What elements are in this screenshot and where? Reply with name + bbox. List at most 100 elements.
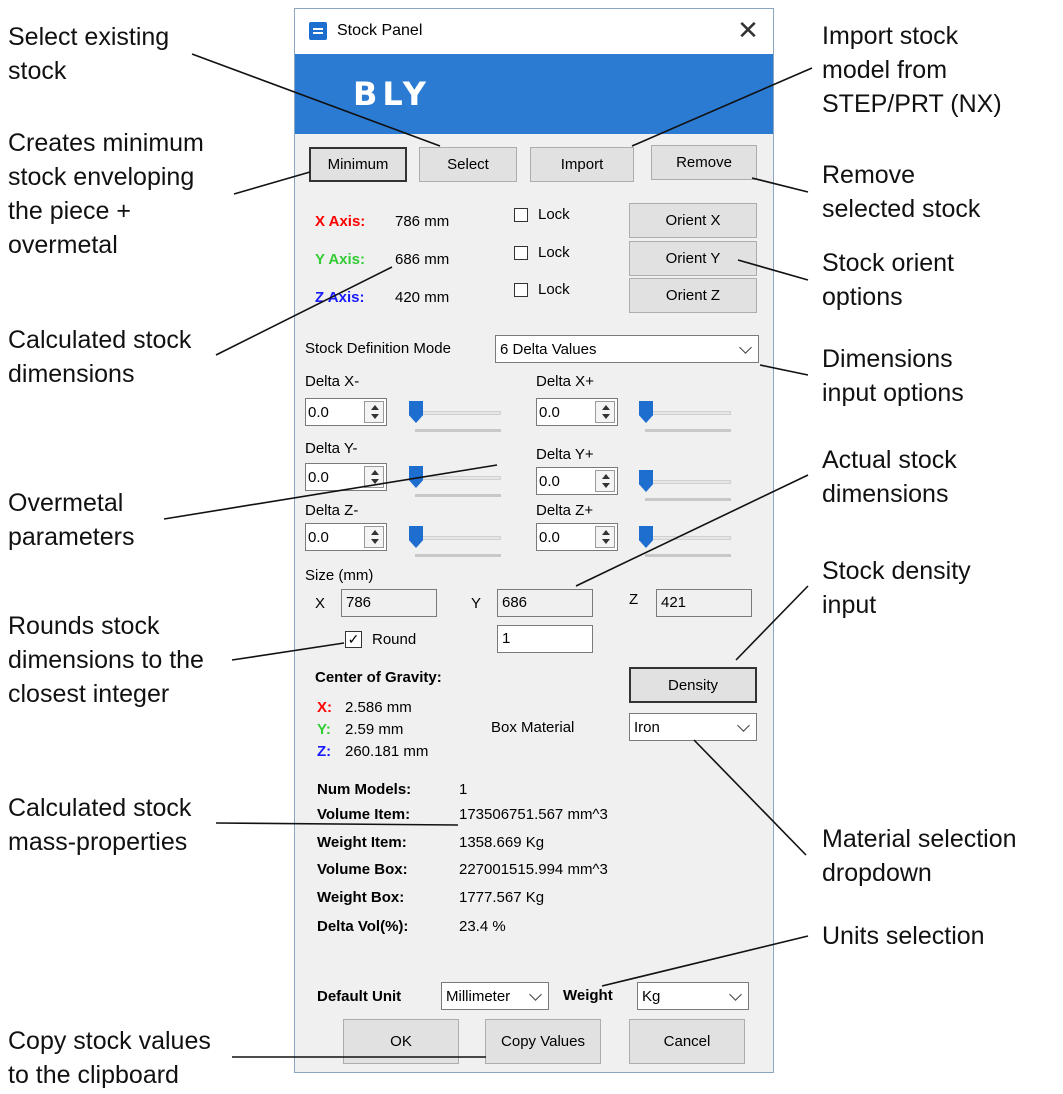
weight-unit-select[interactable]: Kg xyxy=(637,982,749,1010)
delta-vol-value: 23.4 % xyxy=(459,918,506,935)
delta-x-minus-slider[interactable] xyxy=(409,399,501,439)
size-y-field: 686 xyxy=(497,589,593,617)
app-icon xyxy=(309,22,327,40)
cog-z-label: Z: xyxy=(317,743,332,760)
stepper-arrows-icon[interactable] xyxy=(595,470,615,492)
y-lock-label: Lock xyxy=(538,244,570,261)
default-unit-select[interactable]: Millimeter xyxy=(441,982,549,1010)
cog-y-label: Y: xyxy=(317,721,331,738)
delta-z-minus-stepper[interactable] xyxy=(305,523,387,551)
num-models-label: Num Models: xyxy=(317,781,412,798)
size-label: Size (mm) xyxy=(305,567,374,584)
bly-logo: BLY xyxy=(353,75,431,113)
box-material-label: Box Material xyxy=(491,719,575,736)
delta-y-plus-stepper[interactable] xyxy=(536,467,618,495)
stock-definition-mode-select[interactable]: 6 Delta Values xyxy=(495,335,759,363)
volume-item-label: Volume Item: xyxy=(317,806,411,823)
slider-thumb[interactable] xyxy=(639,401,653,423)
stepper-arrows-icon[interactable] xyxy=(364,401,384,423)
delta-vol-label: Delta Vol(%): xyxy=(317,918,409,935)
copy-values-button[interactable]: Copy Values xyxy=(485,1019,601,1064)
delta-z-minus-slider[interactable] xyxy=(409,524,501,564)
delta-y-plus-input[interactable] xyxy=(539,471,593,491)
default-unit-value: Millimeter xyxy=(446,988,511,1005)
stepper-arrows-icon[interactable] xyxy=(364,526,384,548)
stock-definition-mode-label: Stock Definition Mode xyxy=(305,340,451,357)
delta-z-minus-input[interactable] xyxy=(308,527,362,547)
cog-x-value: 2.586 mm xyxy=(345,699,412,716)
z-lock-checkbox[interactable] xyxy=(514,283,528,297)
delta-y-plus-slider[interactable] xyxy=(639,468,731,508)
density-button[interactable]: Density xyxy=(629,667,757,703)
z-axis-label: Z Axis: xyxy=(315,289,365,306)
remove-button[interactable]: Remove xyxy=(651,145,757,180)
delta-z-plus-slider[interactable] xyxy=(639,524,731,564)
select-button[interactable]: Select xyxy=(419,147,517,182)
weight-item-value: 1358.669 Kg xyxy=(459,834,545,851)
close-icon[interactable]: ✕ xyxy=(737,15,759,45)
y-lock-checkbox[interactable] xyxy=(514,246,528,260)
stepper-arrows-icon[interactable] xyxy=(595,401,615,423)
import-button[interactable]: Import xyxy=(530,147,634,182)
slider-thumb[interactable] xyxy=(409,401,423,423)
weight-unit-label: Weight xyxy=(563,987,613,1004)
delta-z-plus-stepper[interactable] xyxy=(536,523,618,551)
slider-thumb[interactable] xyxy=(639,526,653,548)
delta-y-minus-input[interactable] xyxy=(308,467,362,487)
cancel-button[interactable]: Cancel xyxy=(629,1019,745,1064)
round-checkbox[interactable]: ✓ xyxy=(345,631,362,648)
round-value-input[interactable]: 1 xyxy=(497,625,593,653)
y-axis-value: 686 mm xyxy=(395,251,450,268)
volume-item-value: 173506751.567 mm^3 xyxy=(459,806,608,823)
stepper-arrows-icon[interactable] xyxy=(595,526,615,548)
cog-z-value: 260.181 mm xyxy=(345,743,429,760)
delta-x-minus-stepper[interactable] xyxy=(305,398,387,426)
title-bar: Stock Panel ✕ xyxy=(295,9,773,54)
chevron-down-icon xyxy=(737,719,750,732)
default-unit-label: Default Unit xyxy=(317,988,402,1005)
slider-thumb[interactable] xyxy=(409,526,423,548)
cog-title: Center of Gravity: xyxy=(315,669,442,686)
weight-unit-value: Kg xyxy=(642,988,661,1005)
delta-x-plus-input[interactable] xyxy=(539,402,593,422)
slider-thumb[interactable] xyxy=(409,466,423,488)
orient-z-button[interactable]: Orient Z xyxy=(629,278,757,313)
y-axis-label: Y Axis: xyxy=(315,251,366,268)
ok-button[interactable]: OK xyxy=(343,1019,459,1064)
stock-panel-dialog: Stock Panel ✕ BLY Minimum Select Import … xyxy=(294,8,774,1073)
chevron-down-icon xyxy=(729,988,742,1001)
size-z-field: 421 xyxy=(656,589,752,617)
z-lock-label: Lock xyxy=(538,281,570,298)
delta-y-minus-slider[interactable] xyxy=(409,464,501,504)
chevron-down-icon xyxy=(739,341,752,354)
weight-item-label: Weight Item: xyxy=(317,834,407,851)
x-axis-label: X Axis: xyxy=(315,213,366,230)
delta-x-minus-input[interactable] xyxy=(308,402,362,422)
x-axis-value: 786 mm xyxy=(395,213,450,230)
delta-z-plus-label: Delta Z+ xyxy=(536,502,594,519)
num-models-value: 1 xyxy=(459,781,468,798)
orient-y-button[interactable]: Orient Y xyxy=(629,241,757,276)
slider-thumb[interactable] xyxy=(639,470,653,492)
delta-z-plus-input[interactable] xyxy=(539,527,593,547)
window-title: Stock Panel xyxy=(337,22,423,39)
delta-x-minus-label: Delta X- xyxy=(305,373,360,390)
delta-y-minus-stepper[interactable] xyxy=(305,463,387,491)
size-y-label: Y xyxy=(471,595,482,612)
minimum-button[interactable]: Minimum xyxy=(309,147,407,182)
stepper-arrows-icon[interactable] xyxy=(364,466,384,488)
box-material-select[interactable]: Iron xyxy=(629,713,757,741)
x-lock-label: Lock xyxy=(538,206,570,223)
brand-banner: BLY xyxy=(295,54,773,134)
delta-x-plus-stepper[interactable] xyxy=(536,398,618,426)
delta-x-plus-slider[interactable] xyxy=(639,399,731,439)
orient-x-button[interactable]: Orient X xyxy=(629,203,757,238)
x-lock-checkbox[interactable] xyxy=(514,208,528,222)
